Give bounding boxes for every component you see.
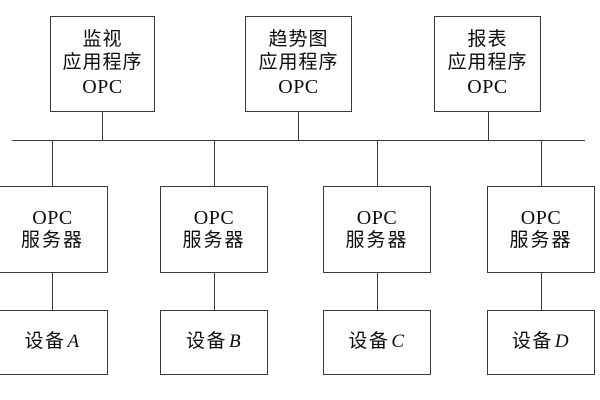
- device-letter: D: [554, 331, 571, 353]
- connector-bus-to-server-4: [540, 141, 542, 186]
- connector-bus-to-server-3: [376, 141, 378, 186]
- connector-app-report-to-bus: [487, 112, 489, 141]
- application-name-line1: 监视: [82, 29, 123, 51]
- application-name-line2: 应用程序: [62, 52, 143, 73]
- device-letter: B: [228, 331, 243, 353]
- device-letter: C: [391, 331, 406, 353]
- opc-server-label: 服务器: [182, 230, 246, 252]
- application-name-line1: 报表: [467, 29, 508, 51]
- application-name-line1: 趋势图: [268, 29, 329, 51]
- connector-bus-to-server-2: [213, 141, 215, 186]
- opc-server-protocol-label: OPC: [356, 207, 398, 230]
- network-bus: [12, 140, 585, 142]
- application-box-monitoring[interactable]: 监视 应用程序 OPC: [50, 16, 155, 112]
- opc-server-protocol-label: OPC: [193, 207, 235, 230]
- connector-server-1-to-device-a: [51, 273, 53, 311]
- opc-server-box-3[interactable]: OPC 服务器: [323, 186, 431, 273]
- opc-server-protocol-label: OPC: [32, 207, 73, 230]
- opc-server-label: 服务器: [509, 230, 573, 252]
- connector-bus-to-server-1: [51, 141, 53, 186]
- device-label-text: 设备: [185, 331, 227, 353]
- opc-server-label: 服务器: [345, 230, 409, 252]
- device-letter: A: [67, 331, 81, 353]
- application-name-line2: 应用程序: [258, 52, 339, 73]
- connector-server-2-to-device-b: [213, 273, 215, 311]
- connector-server-3-to-device-c: [376, 273, 378, 311]
- device-label-text: 设备: [24, 331, 66, 353]
- opc-server-label: 服务器: [20, 230, 84, 252]
- opc-server-box-1[interactable]: OPC 服务器: [0, 186, 108, 273]
- application-protocol-label: OPC: [467, 75, 508, 98]
- device-label-text: 设备: [511, 331, 553, 353]
- application-name-line2: 应用程序: [447, 52, 528, 73]
- opc-server-protocol-label: OPC: [520, 207, 562, 230]
- application-protocol-label: OPC: [82, 75, 123, 98]
- application-box-trend-chart[interactable]: 趋势图 应用程序 OPC: [245, 16, 352, 112]
- device-label-text: 设备: [348, 331, 390, 353]
- application-protocol-label: OPC: [278, 75, 319, 98]
- connector-app-trend-to-bus: [297, 112, 299, 141]
- connector-app-monitoring-to-bus: [101, 112, 103, 141]
- opc-server-box-2[interactable]: OPC 服务器: [160, 186, 268, 273]
- application-box-report[interactable]: 报表 应用程序 OPC: [434, 16, 541, 112]
- connector-server-4-to-device-d: [540, 273, 542, 311]
- opc-server-box-4[interactable]: OPC 服务器: [487, 186, 595, 273]
